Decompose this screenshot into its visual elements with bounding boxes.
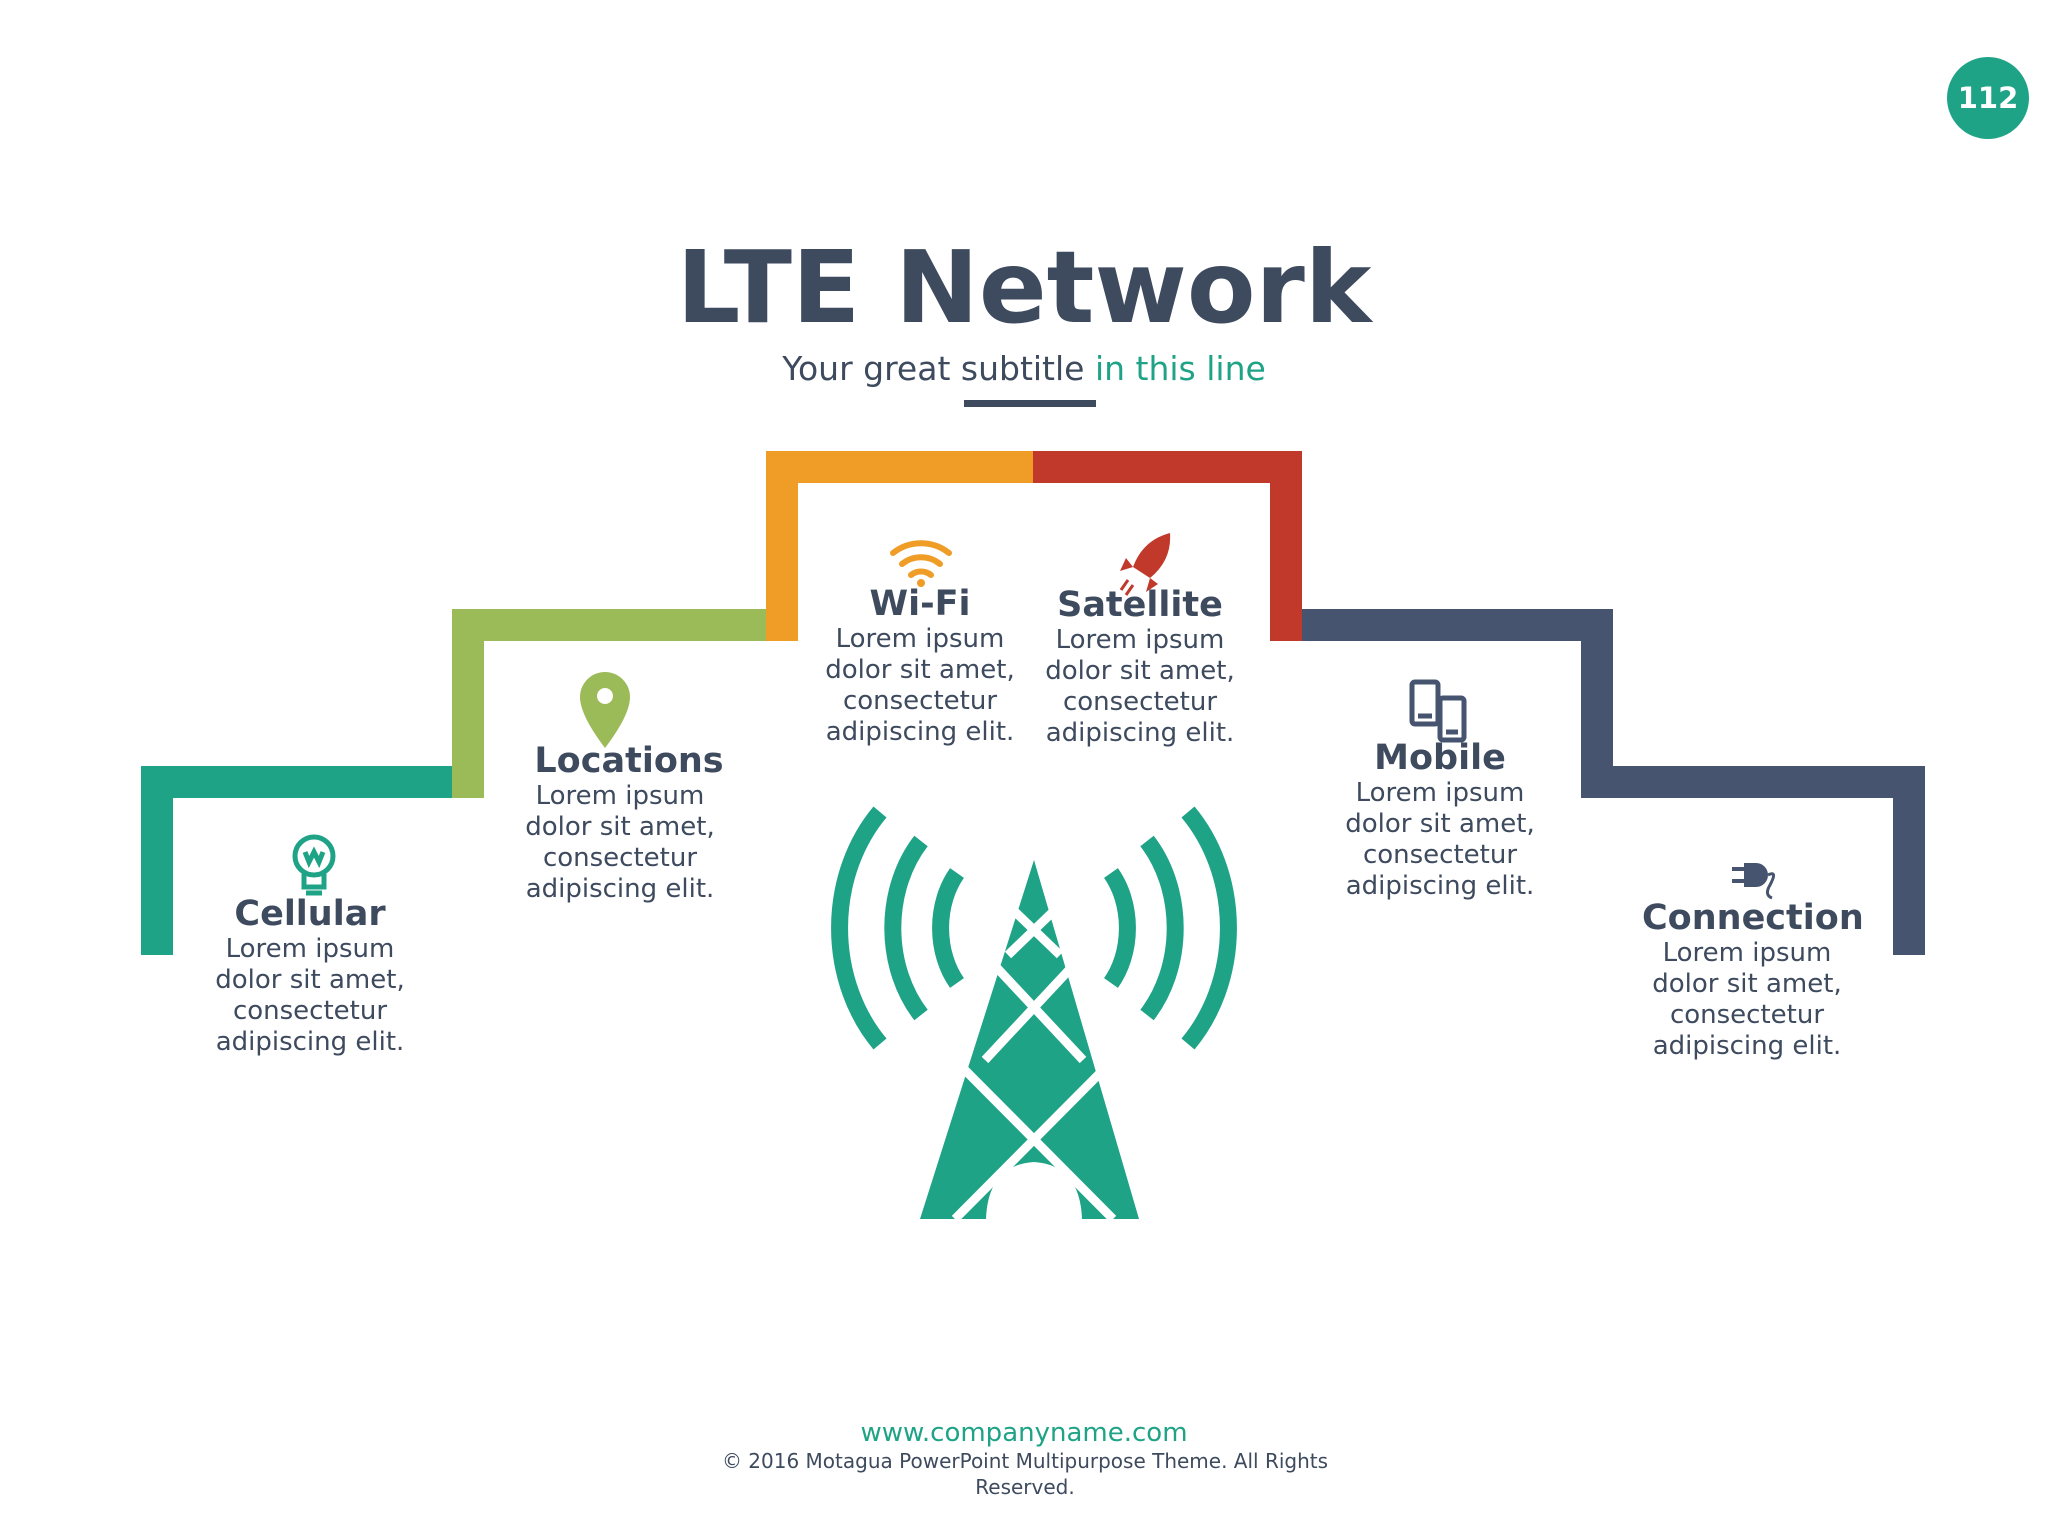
item-locations: Locations Lorem ipsum dolor sit amet, co… <box>505 741 735 905</box>
item-body: Lorem ipsum dolor sit amet, consectetur … <box>1652 938 1842 1061</box>
map-pin-icon <box>580 672 630 748</box>
item-body: Lorem ipsum dolor sit amet, consectetur … <box>1045 625 1235 748</box>
item-body: Lorem ipsum dolor sit amet, consectetur … <box>1345 778 1535 901</box>
item-body: Lorem ipsum dolor sit amet, consectetur … <box>525 781 715 904</box>
item-title: Satellite <box>1057 585 1223 625</box>
frame-segment-lime <box>452 609 766 798</box>
item-cellular: Cellular Lorem ipsum dolor sit amet, con… <box>210 894 410 1058</box>
frame-segment-red <box>1033 451 1302 641</box>
frame-segment-navy-upper <box>1302 609 1613 798</box>
footer-copyright: © 2016 Motagua PowerPoint Multipurpose T… <box>721 1449 1329 1499</box>
subtitle-accent: in this line <box>1094 349 1266 388</box>
item-title: Connection <box>1642 898 1864 938</box>
title-underline <box>964 400 1096 407</box>
item-body: Lorem ipsum dolor sit amet, consectetur … <box>825 624 1015 747</box>
cell-tower-icon <box>831 806 1237 1223</box>
plug-icon <box>1732 863 1775 900</box>
footer-url: www.companyname.com <box>860 1418 1188 1448</box>
item-connection: Connection Lorem ipsum dolor sit amet, c… <box>1642 898 1864 1062</box>
item-title: Cellular <box>234 894 386 934</box>
item-wifi: Wi-Fi Lorem ipsum dolor sit amet, consec… <box>820 584 1020 748</box>
item-title: Mobile <box>1374 738 1506 778</box>
page-subtitle: Your great subtitle in this line <box>0 349 2048 388</box>
rocket-icon <box>1119 533 1171 596</box>
item-title: Locations <box>534 741 724 781</box>
item-satellite: Satellite Lorem ipsum dolor sit amet, co… <box>1040 585 1240 749</box>
item-body: Lorem ipsum dolor sit amet, consectetur … <box>215 934 405 1057</box>
item-title: Wi-Fi <box>869 584 971 624</box>
lightbulb-icon <box>292 834 336 896</box>
item-mobile: Mobile Lorem ipsum dolor sit amet, conse… <box>1340 738 1540 902</box>
wifi-icon <box>890 540 952 587</box>
frame-segment-green <box>141 766 452 955</box>
page-number-badge: 112 <box>1947 57 2029 139</box>
subtitle-main: Your great subtitle <box>782 349 1095 388</box>
frame-segment-orange <box>766 451 1033 641</box>
page-title: LTE Network <box>676 229 1372 346</box>
mobile-devices-icon <box>1409 679 1467 743</box>
frame-segment-navy-lower <box>1613 766 1925 955</box>
